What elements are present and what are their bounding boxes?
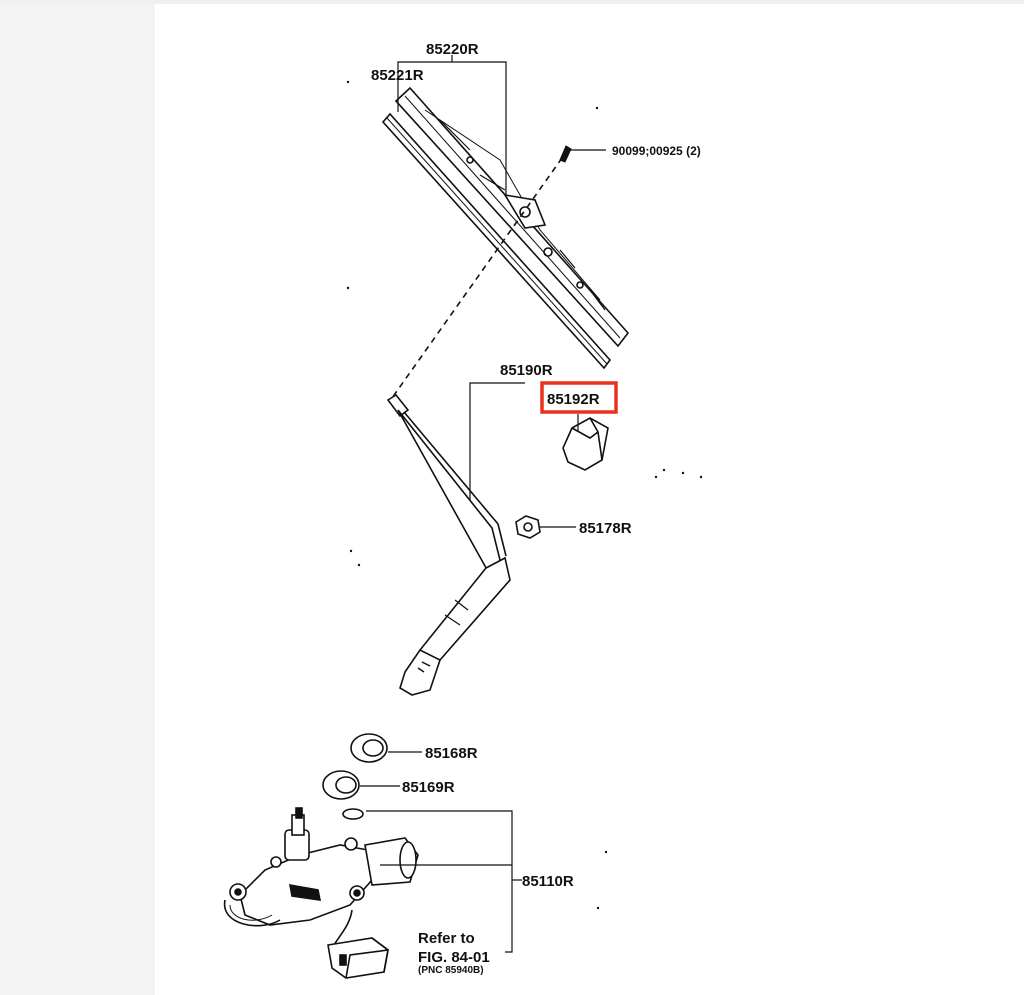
reference-line-1: Refer to xyxy=(418,930,475,947)
highlight-box xyxy=(540,381,618,414)
screw-part xyxy=(559,145,606,163)
alignment-dashed-line xyxy=(391,157,563,399)
top-margin-strip xyxy=(0,0,1024,4)
label-cap-lower: 85169R xyxy=(402,779,455,796)
arm-cap-part xyxy=(562,417,609,471)
stray-marks xyxy=(346,80,703,910)
leader-lines xyxy=(366,55,579,953)
wiper-motor-part xyxy=(223,807,419,979)
reference-line-3: (PNC 85940B) xyxy=(418,965,484,976)
label-arm-cap: 85192R xyxy=(547,391,600,408)
label-blade-rubber: 85221R xyxy=(371,67,424,84)
label-cap-upper: 85168R xyxy=(425,745,478,762)
label-nut: 85178R xyxy=(579,520,632,537)
label-arm: 85190R xyxy=(500,362,553,379)
wiper-blade xyxy=(381,86,630,370)
cap-upper-part xyxy=(350,733,422,763)
cap-lower-part xyxy=(322,770,400,800)
wiper-arm xyxy=(386,393,511,696)
reference-line-2: FIG. 84-01 xyxy=(418,949,490,966)
left-margin-strip xyxy=(0,0,155,995)
label-screw: 90099;00925 (2) xyxy=(612,144,701,158)
nut-part xyxy=(515,515,576,539)
label-blade-assembly: 85220R xyxy=(426,41,479,58)
label-motor: 85110R xyxy=(522,873,574,890)
